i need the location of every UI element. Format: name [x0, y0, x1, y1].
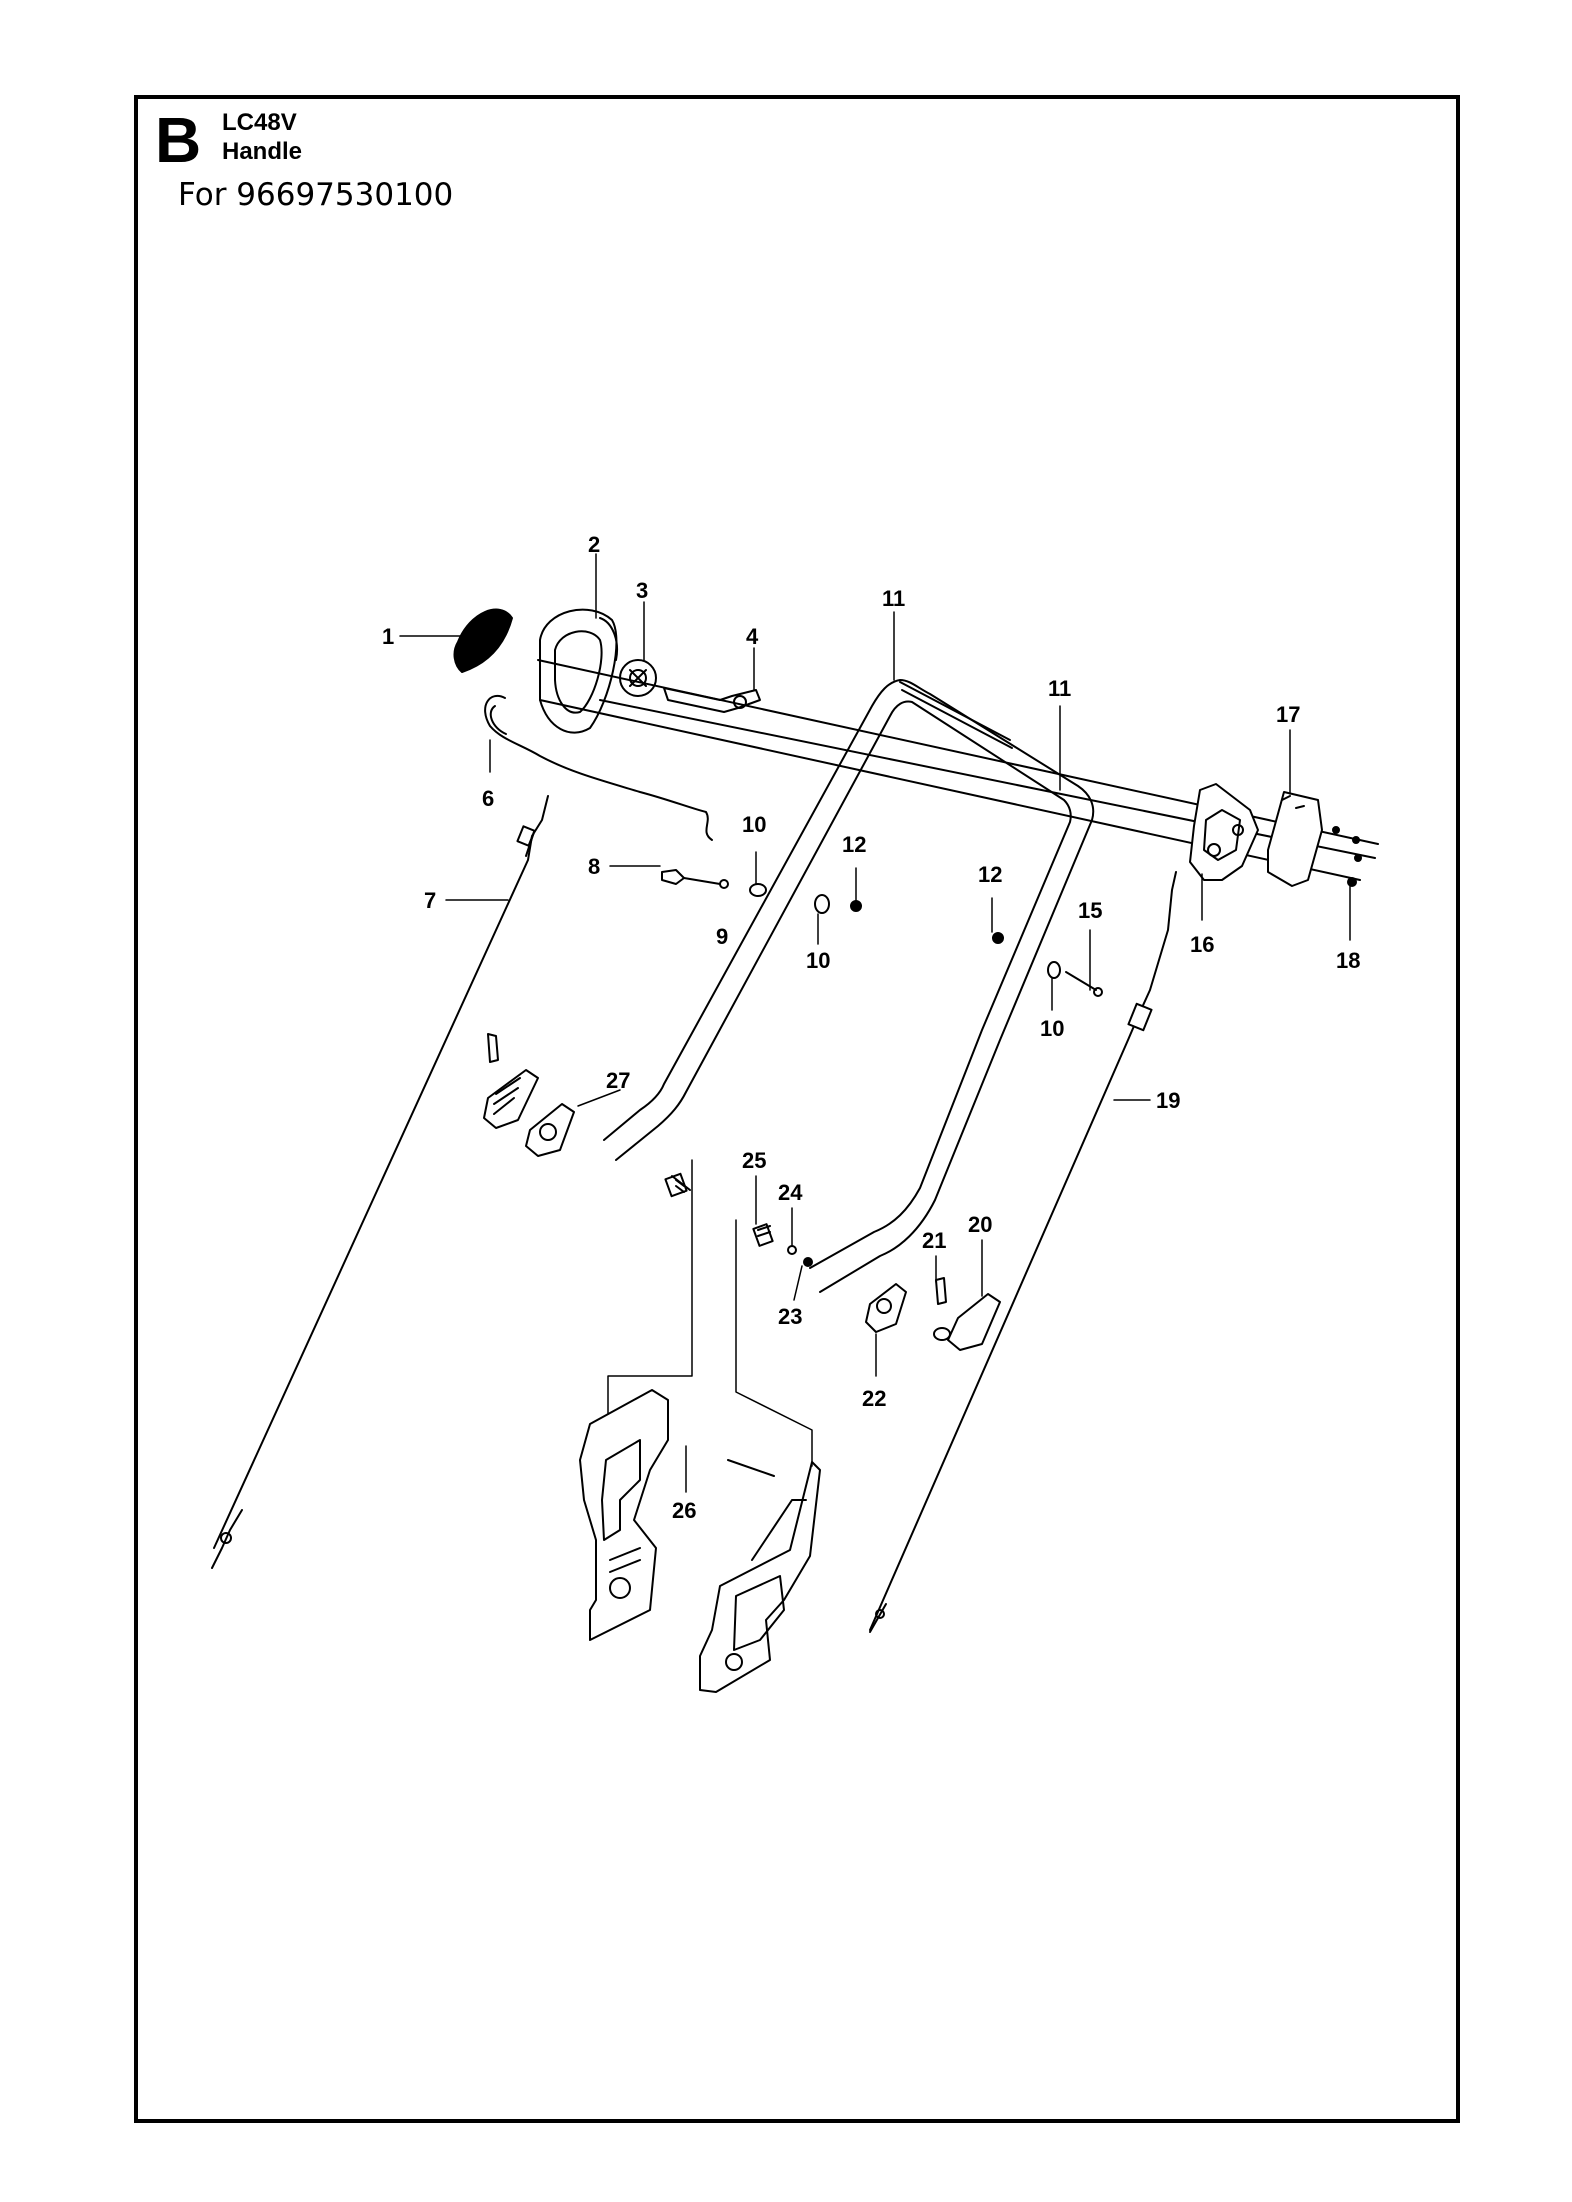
part-number-line: For 96697530100 [178, 177, 454, 213]
part-16-bracket [1189, 783, 1259, 881]
leader-27 [577, 1089, 621, 1107]
callout-7: 7 [424, 888, 436, 913]
diagram-title: Handle [222, 138, 303, 165]
lower-mount-left [579, 1389, 669, 1641]
lower-mount-right [699, 1461, 821, 1693]
bolt-lower-right [727, 1459, 775, 1477]
upper-cable-b [599, 699, 1376, 859]
callout-12b: 12 [978, 862, 1002, 887]
model-name: LC48V [222, 109, 297, 136]
callout-18: 18 [1336, 948, 1360, 973]
part-25-spring [752, 1223, 774, 1247]
callout-8: 8 [588, 854, 600, 879]
callout-9: 9 [716, 924, 728, 949]
part-12-nut-b [992, 932, 1004, 944]
part-2-handle-housing [539, 608, 618, 734]
callout-20: 20 [968, 1212, 992, 1237]
part-15-screw [1065, 971, 1103, 997]
diagram-frame [134, 95, 1460, 2123]
part-9-spacer [719, 879, 729, 889]
part-10-washer-b [814, 894, 830, 914]
callout-4: 4 [746, 624, 759, 649]
callout-3: 3 [636, 578, 648, 603]
callout-24: 24 [778, 1180, 803, 1205]
callout-10a: 10 [742, 812, 766, 837]
part-7-cable-left [211, 795, 549, 1569]
callout-10b: 10 [806, 948, 830, 973]
part-10-washer-c [1047, 961, 1061, 979]
callout-15: 15 [1078, 898, 1102, 923]
part-21-pin [935, 1277, 947, 1305]
guide-line-left [607, 1159, 693, 1415]
part-12-nut-a [850, 900, 862, 912]
part-23-nut [803, 1257, 813, 1267]
section-letter: B [155, 104, 202, 176]
part-10-washer-a [749, 883, 767, 897]
callout-25: 25 [742, 1148, 766, 1173]
callout-26: 26 [672, 1498, 696, 1523]
guide-line-right [735, 1219, 813, 1467]
part-18-screws [1332, 826, 1362, 887]
part-11-handle-tube [603, 679, 1095, 1293]
part-24-washer [787, 1245, 797, 1255]
callout-2: 2 [588, 532, 600, 557]
callout-12a: 12 [842, 832, 866, 857]
part-3-knob [619, 659, 657, 697]
part-19-cable-right [869, 871, 1177, 1633]
part-8-bolt [661, 869, 721, 885]
callout-22: 22 [862, 1386, 886, 1411]
callout-21: 21 [922, 1228, 946, 1253]
part-26-bolt-left [664, 1172, 691, 1198]
callout-17: 17 [1276, 702, 1300, 727]
callout-23: 23 [778, 1304, 802, 1329]
part-20-lever [933, 1293, 1001, 1351]
part-22-knob-right [865, 1283, 907, 1333]
callout-27: 27 [606, 1068, 630, 1093]
callout-11b: 11 [1048, 676, 1071, 701]
callout-19: 19 [1156, 1088, 1180, 1113]
callout-1: 1 [382, 624, 394, 649]
part-6-bail [484, 695, 713, 841]
part-17-cover [1267, 791, 1323, 887]
callout-6: 6 [482, 786, 494, 811]
callout-10c: 10 [1040, 1016, 1064, 1041]
callout-16: 16 [1190, 932, 1214, 957]
callout-11a: 11 [882, 586, 905, 611]
part-1-grip-cap [453, 608, 513, 673]
leader-23 [793, 1265, 803, 1301]
part-27-knob-left [483, 1033, 575, 1157]
